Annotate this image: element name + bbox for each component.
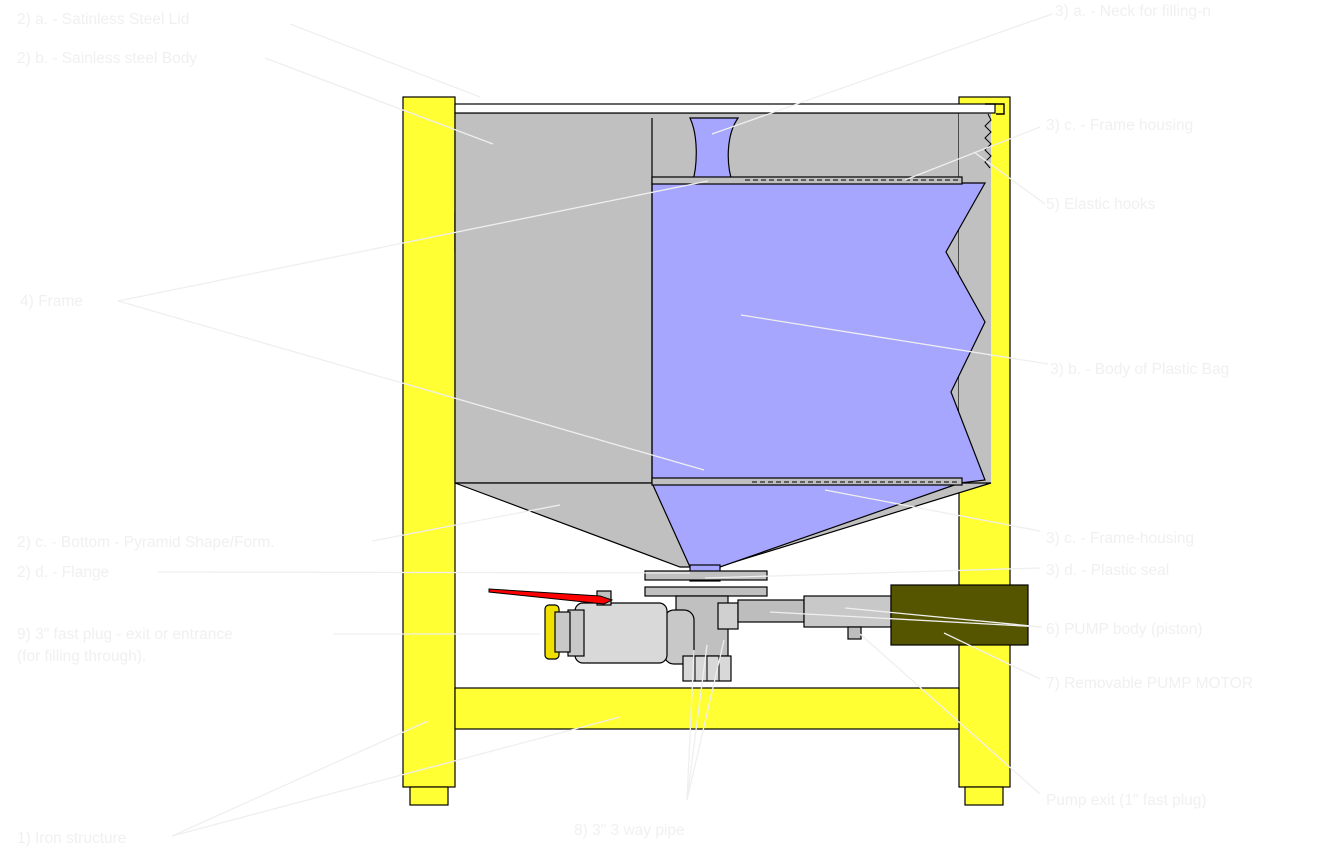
iron-crossbar-bottom xyxy=(454,687,960,730)
valve-handle xyxy=(488,588,614,605)
pump xyxy=(737,584,1029,646)
pump-exit-stub xyxy=(847,626,862,640)
labels: 2) a. - Satinless Steel Lid 2) b. - Sain… xyxy=(17,3,1253,847)
iron-foot-right xyxy=(964,786,1004,806)
leader-lines xyxy=(117,13,1053,837)
elastic-hooks xyxy=(984,113,992,169)
frame-housing-top xyxy=(651,176,963,185)
fast-plug-body xyxy=(554,611,571,653)
label-elastic-hooks: 5) Elastic hooks xyxy=(1046,196,1156,213)
iron-foot-left xyxy=(409,786,449,806)
label-flange: 2) d. - Flange xyxy=(17,564,109,581)
lid-hook xyxy=(985,103,1005,115)
ball-valve xyxy=(488,588,668,664)
label-bag-body: 3) b. - Body of Plastic Bag xyxy=(1050,361,1229,378)
three-way-pipe xyxy=(663,595,739,682)
label-pump-motor: 7) Removable PUMP MOTOR xyxy=(1046,675,1253,692)
pump-piston-body xyxy=(737,599,805,623)
flange-plate-bottom xyxy=(644,586,768,597)
frame-housing-bottom xyxy=(651,477,963,486)
iron-leg-left xyxy=(402,96,456,788)
label-fast-plug-1: 9) 3" fast plug - exit or entrance xyxy=(17,626,233,643)
bag-body xyxy=(651,182,987,484)
label-bottom: 2) c. - Bottom - Pyramid Shape/Form. xyxy=(17,534,275,551)
label-pump-exit: Pump exit (1" fast plug) xyxy=(1046,792,1207,809)
label-three-way: 8) 3" 3 way pipe xyxy=(574,822,685,839)
valve-body xyxy=(574,602,668,664)
label-fast-plug-2: (for filling through). xyxy=(17,648,146,665)
label-frame-housing-top: 3) c. - Frame housing xyxy=(1046,117,1193,134)
label-iron: 1) Iron structure xyxy=(17,830,126,847)
label-frame: 4) Frame xyxy=(20,293,83,310)
label-neck: 3) a. - Neck for filling-n xyxy=(1055,3,1211,20)
pipe-side-stub xyxy=(717,602,739,630)
steel-lid xyxy=(454,103,996,114)
flange xyxy=(644,570,768,597)
label-pump-body: 6) PUMP body (piston) xyxy=(1046,621,1203,638)
label-lid: 2) a. - Satinless Steel Lid xyxy=(17,11,189,28)
frame-housing-bottom-rect xyxy=(651,477,963,486)
plastic-bag xyxy=(651,117,987,582)
label-frame-housing-bottom: 3) c. - Frame-housing xyxy=(1046,530,1194,547)
label-plastic-seal: 3) d. - Plastic seal xyxy=(1046,562,1169,579)
label-body: 2) b. - Sainless steel Body xyxy=(17,50,197,67)
bag-bottom-cone xyxy=(651,482,961,568)
